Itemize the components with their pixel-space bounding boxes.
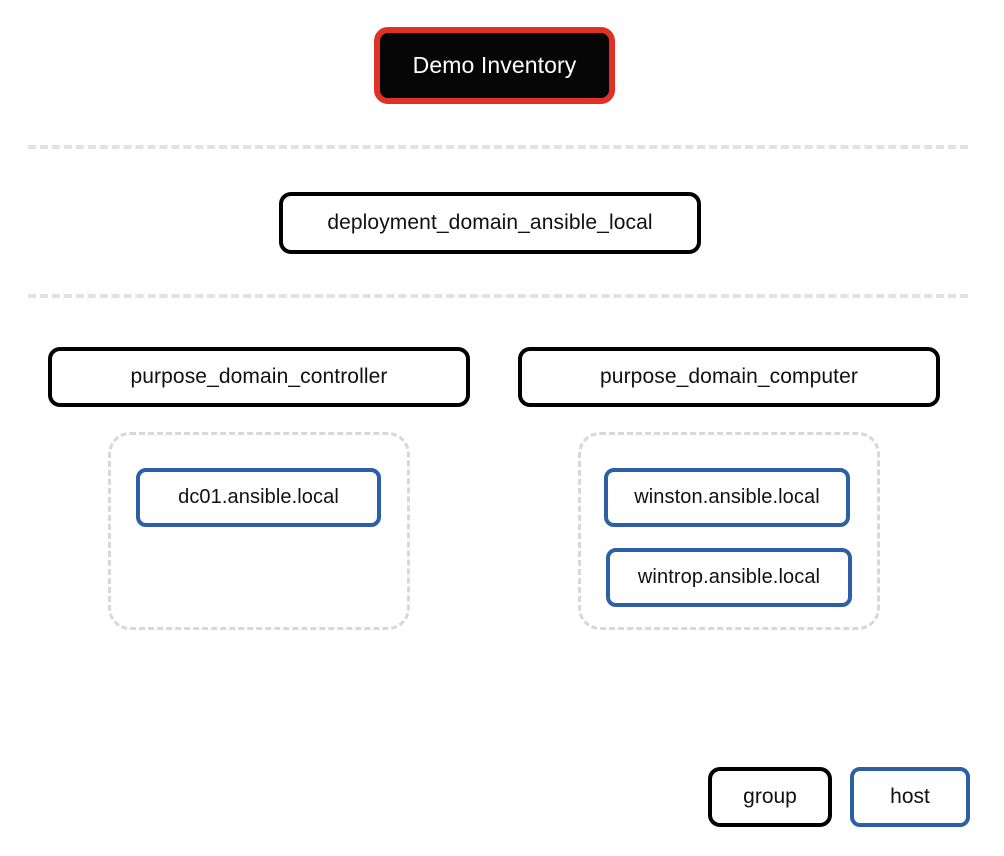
group-node-purpose-domain-controller[interactable]: purpose_domain_controller <box>48 347 470 407</box>
host-node-wintrop[interactable]: wintrop.ansible.local <box>606 548 852 607</box>
group-node-deployment-domain-ansible-local[interactable]: deployment_domain_ansible_local <box>279 192 701 254</box>
rank-separator-2 <box>28 294 968 298</box>
rank-separator-1 <box>28 145 968 149</box>
host-node-label: wintrop.ansible.local <box>637 566 821 588</box>
group-node-purpose-domain-computer[interactable]: purpose_domain_computer <box>518 347 940 407</box>
host-node-label: winston.ansible.local <box>634 486 820 508</box>
legend-item-group-label: group <box>743 785 797 808</box>
inventory-root-node[interactable]: Demo Inventory <box>374 27 615 104</box>
legend-item-host: host <box>850 767 970 827</box>
inventory-root-label: Demo Inventory <box>412 52 577 78</box>
host-node-winston[interactable]: winston.ansible.local <box>604 468 850 527</box>
host-node-label: dc01.ansible.local <box>178 486 339 508</box>
host-node-dc01[interactable]: dc01.ansible.local <box>136 468 381 527</box>
group-node-label: purpose_domain_controller <box>130 365 388 388</box>
legend-item-group: group <box>708 767 832 827</box>
cluster-domain-controller <box>108 432 410 630</box>
group-node-label: deployment_domain_ansible_local <box>327 211 653 234</box>
cluster-domain-computer <box>578 432 880 630</box>
group-node-label: purpose_domain_computer <box>600 365 858 388</box>
legend-item-host-label: host <box>890 785 930 808</box>
